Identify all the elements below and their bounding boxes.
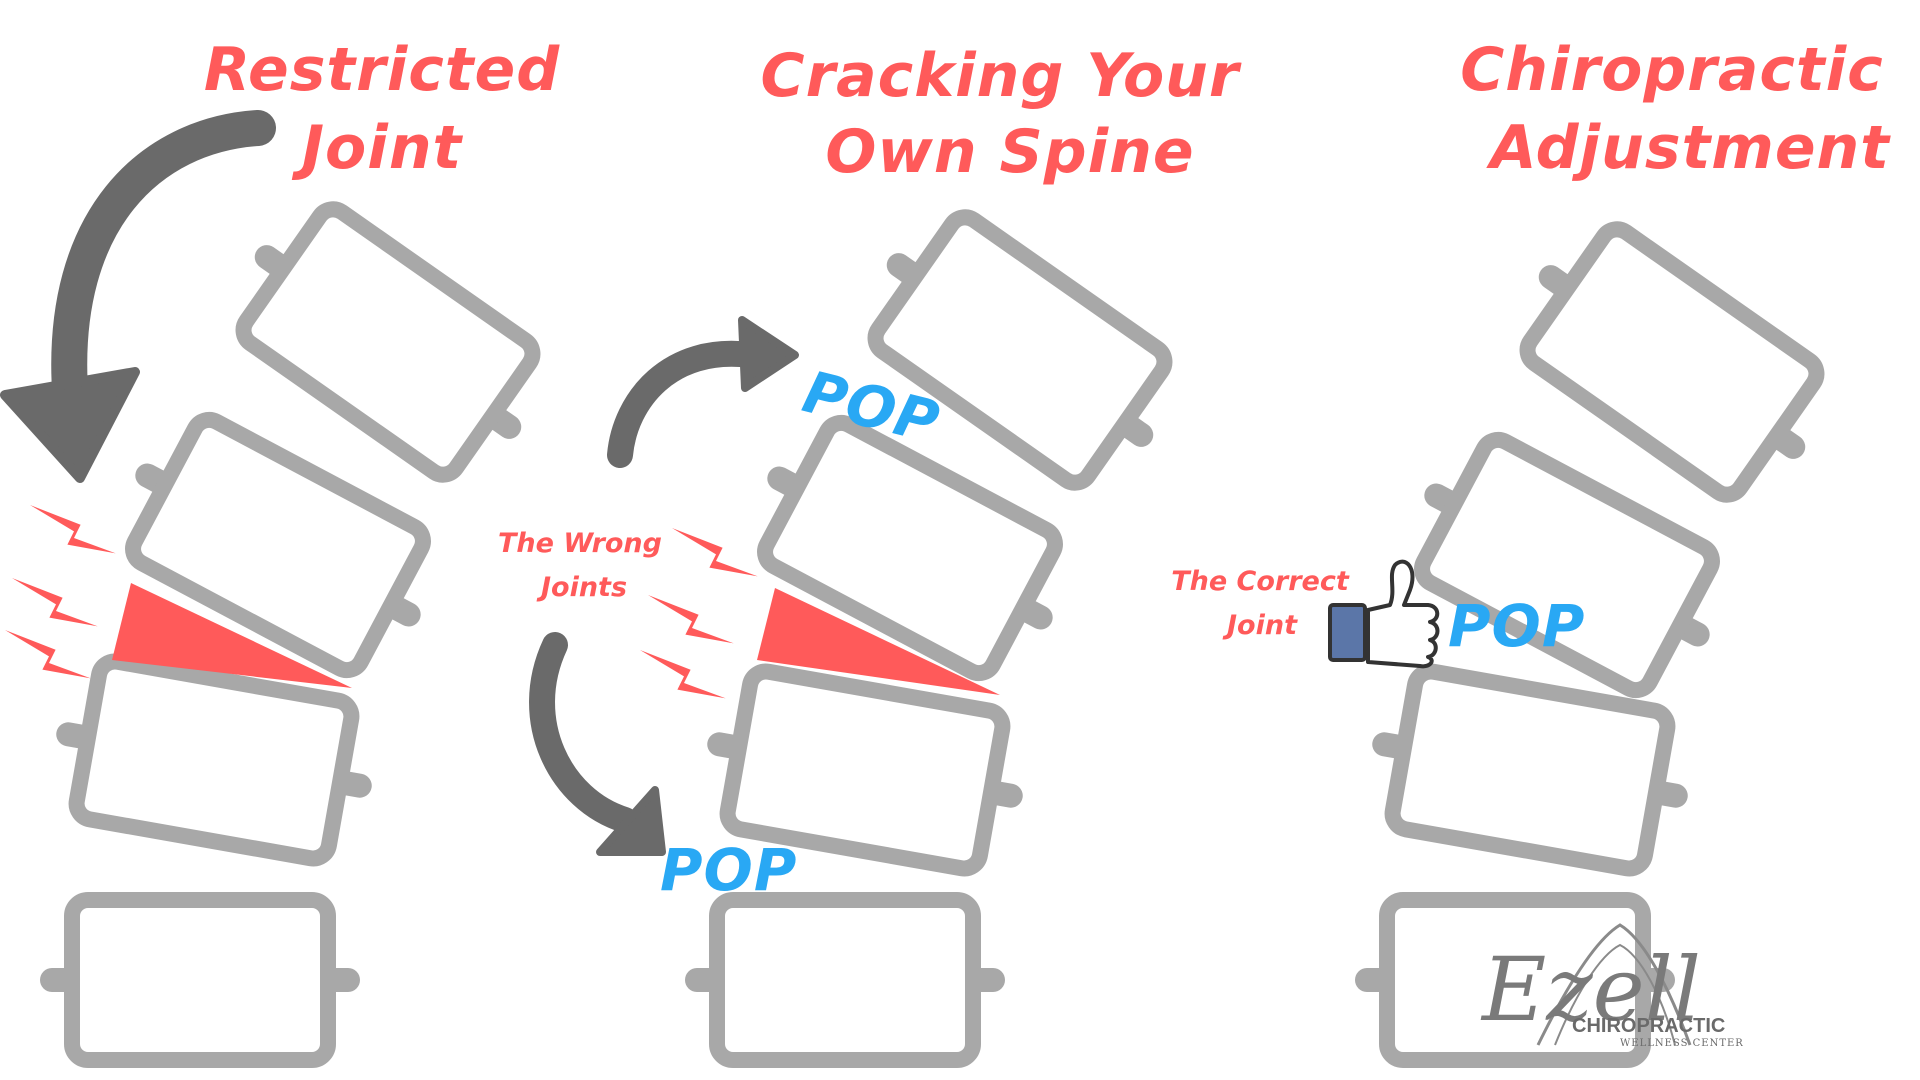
- lightning-bolt-icon: [640, 650, 726, 699]
- lightning-bolt-icon: [672, 528, 758, 577]
- pop-label: POP: [1448, 592, 1585, 660]
- wrong-joints-label-line1: The Wrong: [498, 528, 662, 559]
- curved-arrow-icon: [529, 632, 638, 833]
- panel-2-spine: POP POP The Wrong Joints: [498, 193, 1197, 1060]
- panel-2-title-line2: Own Spine: [825, 117, 1194, 187]
- logo-script: Ezell: [1480, 938, 1701, 1041]
- lightning-bolt-icon: [30, 505, 116, 554]
- pop-label: POP: [660, 836, 797, 904]
- lightning-bolt-icon: [12, 578, 98, 627]
- curved-arrow-icon: [51, 110, 276, 408]
- correct-joint-label-line1: The Correct: [1171, 566, 1350, 597]
- logo-tagline: WELLNESS CENTER: [1620, 1038, 1744, 1049]
- logo-name: CHIROPRACTIC: [1572, 1015, 1725, 1037]
- vertebra: [40, 900, 360, 1060]
- lightning-bolt-icon: [648, 595, 734, 644]
- vertebra: [1359, 663, 1702, 876]
- panel-3-title-line2: Adjustment: [1486, 113, 1891, 183]
- wrong-joints-label-line2: Joints: [536, 572, 627, 603]
- panel-3-title-line1: Chiropractic: [1460, 35, 1884, 105]
- curved-arrow-icon: [607, 340, 763, 468]
- lightning-bolt-icon: [5, 630, 91, 679]
- correct-joint-label-line2: Joint: [1222, 610, 1298, 641]
- restriction-wedge: [757, 588, 1000, 695]
- panel-1-title-line1: Restricted: [204, 35, 560, 105]
- thumbs-up-icon: [1328, 559, 1440, 669]
- restriction-wedge: [112, 583, 352, 688]
- vertebra: [685, 900, 1005, 1060]
- ezell-chiropractic-logo: Ezell CHIROPRACTIC WELLNESS CENTER: [1480, 923, 1744, 1049]
- panel-1-spine: [0, 110, 565, 1060]
- panel-1-title-line2: Joint: [292, 113, 464, 183]
- panel-2-title-line1: Cracking Your: [761, 41, 1242, 111]
- panel-3-spine: The Correct Joint POP Ezell CHIROPRACTIC…: [1171, 205, 1849, 1060]
